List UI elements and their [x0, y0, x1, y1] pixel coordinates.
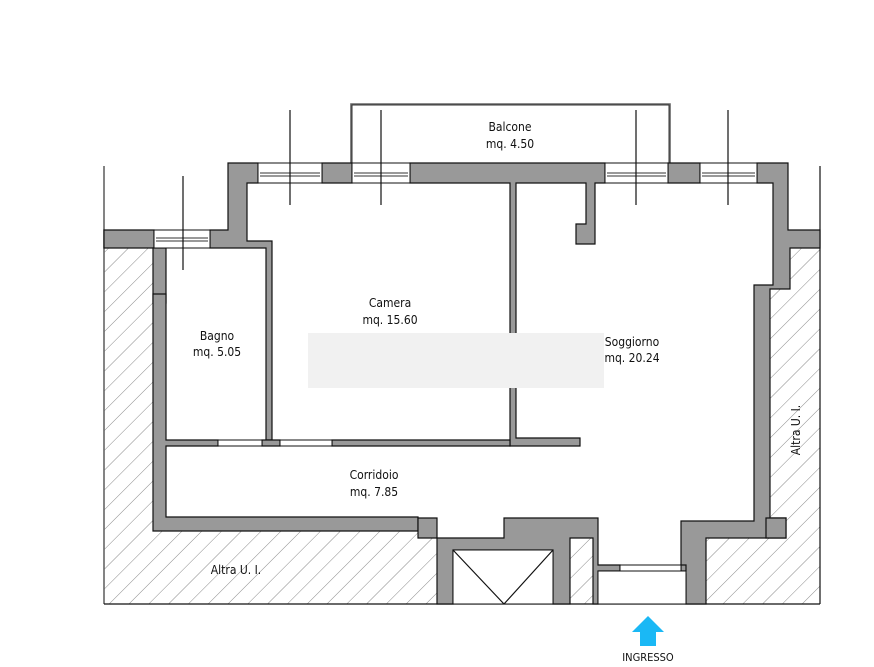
wall-corridor-left [152, 293, 419, 532]
room-area-camera: mq. 15.60 [362, 313, 417, 327]
entrance-label: INGRESSO [622, 651, 674, 664]
room-labels: Balcone mq. 4.50 Camera mq. 15.60 Bagno … [193, 120, 803, 577]
other-unit-label-bottom: Altra U. I. [211, 563, 261, 577]
other-unit-right-hatch [706, 248, 820, 604]
walls [103, 162, 821, 605]
entrance-marker: INGRESSO [622, 616, 674, 664]
room-name-camera: Camera [369, 296, 411, 310]
guide-lines [182, 110, 729, 270]
wall-right [680, 162, 821, 605]
door-camera[interactable] [279, 439, 333, 447]
room-area-soggiorno: mq. 20.24 [604, 351, 659, 365]
room-area-bagno: mq. 5.05 [193, 345, 241, 359]
wall-column [417, 517, 438, 539]
room-name-soggiorno: Soggiorno [605, 335, 660, 349]
redacted-area [308, 333, 604, 388]
stair-side-hatch [570, 538, 593, 604]
wall-top-center [409, 162, 606, 447]
wall-pier-1 [321, 162, 353, 184]
room-area-corridoio: mq. 7.85 [350, 485, 398, 499]
window-bagno [153, 229, 211, 249]
wall-top-left [209, 162, 273, 441]
other-unit-left-hatch [104, 248, 437, 604]
wall-column-right [765, 517, 787, 539]
wall-entrance-jamb [680, 564, 687, 572]
wall-bagno-top-left [103, 229, 155, 249]
entrance-door[interactable] [597, 564, 687, 605]
lift-symbol [452, 549, 554, 605]
other-unit-label-right: Altra U. I. [789, 405, 803, 455]
wall-pier-2 [667, 162, 701, 184]
room-name-bagno: Bagno [200, 329, 235, 343]
door-bagno[interactable] [217, 439, 263, 447]
room-name-corridoio: Corridoio [350, 468, 399, 482]
wall-door-pier [261, 439, 281, 447]
room-area-balcone: mq. 4.50 [486, 137, 534, 151]
wall-corridor-top [331, 439, 511, 447]
room-name-balcone: Balcone [488, 120, 531, 134]
balcony [350, 103, 671, 163]
entrance-arrow-icon [632, 616, 664, 646]
